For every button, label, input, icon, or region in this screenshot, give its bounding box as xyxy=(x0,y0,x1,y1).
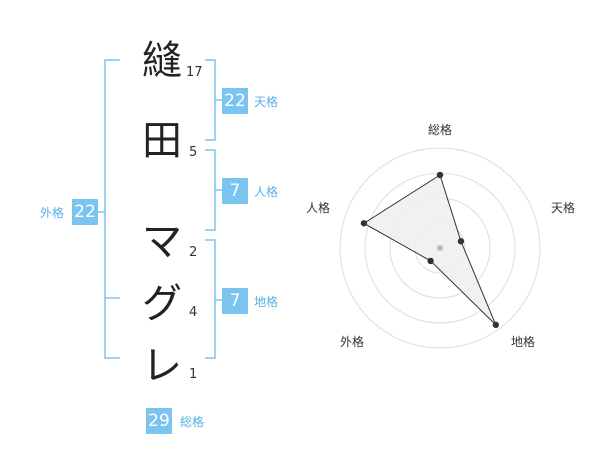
radar-axis-label-tenkaku: 天格 xyxy=(551,201,576,215)
gaikaku-label: 外格 xyxy=(40,206,65,220)
tenkaku-label: 天格 xyxy=(254,95,279,109)
name-char-5: レ xyxy=(142,343,182,389)
name-char-3: マ xyxy=(142,219,182,265)
radar-point-2 xyxy=(457,238,465,245)
radar-point-1 xyxy=(436,171,444,179)
chikaku-bracket xyxy=(205,239,216,359)
radar-center-dot xyxy=(437,245,443,251)
name-char-2: 田 xyxy=(142,118,182,164)
chikaku-label: 地格 xyxy=(254,295,279,309)
stroke-count-2: 5 xyxy=(189,145,198,160)
jinkaku-label: 人格 xyxy=(254,185,279,199)
radar-ring-4 xyxy=(339,147,541,349)
stroke-count-5: 1 xyxy=(189,367,198,382)
bracket-lines xyxy=(90,59,222,359)
soukaku-value-badge: 29 xyxy=(146,408,172,434)
radar-point-3 xyxy=(492,321,500,329)
soukaku-label: 総格 xyxy=(180,415,205,429)
gaikaku-value-badge: 22 xyxy=(72,199,98,225)
radar-axis-label-jinkaku: 人格 xyxy=(306,201,331,215)
tenkaku-bracket xyxy=(205,59,216,141)
radar-data-polygon xyxy=(362,174,497,326)
stroke-count-3: 2 xyxy=(189,245,198,260)
jinkaku-value-badge: 7 xyxy=(222,178,248,204)
name-char-4: グ xyxy=(142,281,182,327)
radar-axis-label-chikaku: 地格 xyxy=(511,335,536,349)
radar-points xyxy=(360,171,500,329)
stroke-count-1: 17 xyxy=(186,65,203,80)
radar-point-4 xyxy=(427,257,434,265)
stroke-count-4: 4 xyxy=(189,305,198,320)
jinkaku-bracket xyxy=(205,149,216,231)
tenkaku-value-badge: 22 xyxy=(222,88,248,114)
chikaku-value-badge: 7 xyxy=(222,288,248,314)
radar-axis-label-gaikaku: 外格 xyxy=(340,335,365,349)
gaikaku-bracket xyxy=(104,59,120,359)
name-char-1: 縫 xyxy=(142,38,182,84)
radar-axis-label-soukaku: 総格 xyxy=(428,123,453,137)
radar-point-5 xyxy=(360,220,368,227)
